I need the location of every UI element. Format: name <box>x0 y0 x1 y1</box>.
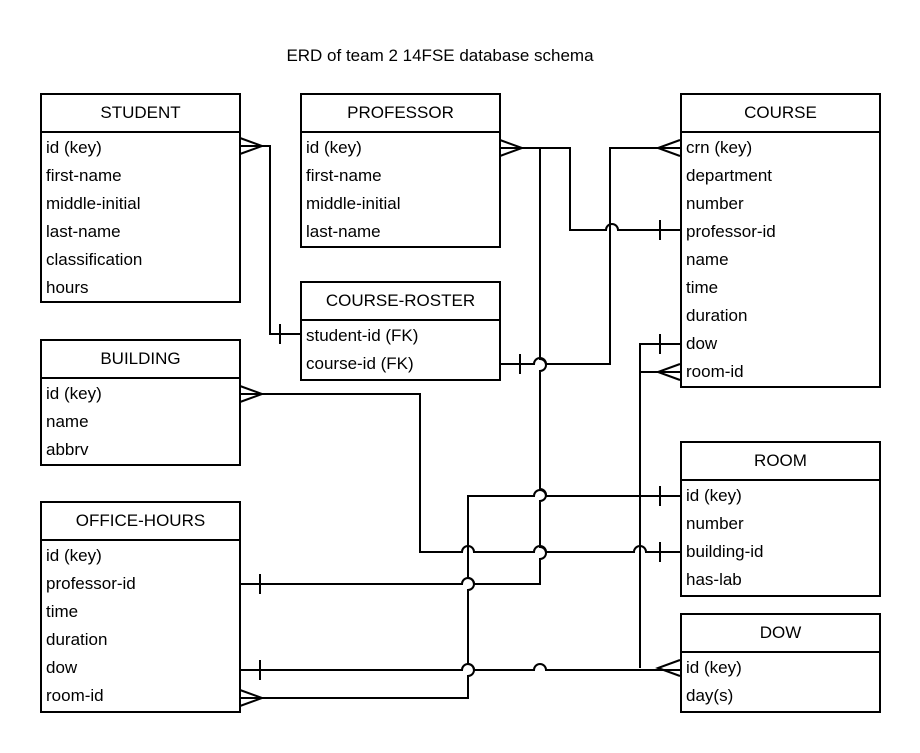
entity-building-title: BUILDING <box>42 341 239 379</box>
entity-course-title: COURSE <box>682 95 879 133</box>
field-course-duration: duration <box>686 306 748 325</box>
rel-room-officehours <box>240 489 640 699</box>
field-student-hours: hours <box>46 278 89 297</box>
field-course-dow: dow <box>686 334 718 353</box>
field-student-id: id (key) <box>46 138 102 157</box>
field-professor-middle-initial: middle-initial <box>306 194 401 213</box>
field-room-number: number <box>686 514 744 533</box>
rel-dow-officehours <box>240 663 680 671</box>
field-roster-course-id: course-id (FK) <box>306 354 414 373</box>
diagram-title: ERD of team 2 14FSE database schema <box>286 46 594 65</box>
field-course-professor-id: professor-id <box>686 222 776 241</box>
field-officehours-time: time <box>46 602 79 621</box>
rel-dow-course <box>639 343 680 668</box>
field-student-middle-initial: middle-initial <box>46 194 141 213</box>
entity-professor: PROFESSOR id (key) first-name middle-ini… <box>300 93 501 248</box>
entity-student: STUDENT id (key) first-name middle-initi… <box>40 93 241 303</box>
crowsfoot-room-officehours <box>239 689 265 707</box>
field-professor-id: id (key) <box>306 138 362 157</box>
field-officehours-duration: duration <box>46 630 108 649</box>
field-dow-days: day(s) <box>686 686 734 705</box>
rel-professor-course <box>500 147 680 231</box>
entity-course-roster-title: COURSE-ROSTER <box>302 283 499 321</box>
field-course-crn: crn (key) <box>686 138 753 157</box>
entity-office-hours: OFFICE-HOURS id (key) professor-id time … <box>40 501 241 713</box>
field-course-name: name <box>686 250 729 269</box>
field-dow-id: id (key) <box>686 658 742 677</box>
field-student-last-name: last-name <box>46 222 121 241</box>
rel-room-course <box>639 371 680 497</box>
entity-office-hours-title: OFFICE-HOURS <box>42 503 239 541</box>
field-professor-last-name: last-name <box>306 222 381 241</box>
crowsfoot-building <box>239 385 265 403</box>
field-roster-student-id: student-id (FK) <box>306 326 419 345</box>
entity-course-roster: COURSE-ROSTER student-id (FK) course-id … <box>300 281 501 381</box>
field-professor-first-name: first-name <box>306 166 382 185</box>
field-course-department: department <box>686 166 772 185</box>
entity-dow-title: DOW <box>682 615 879 653</box>
entity-building: BUILDING id (key) name abbrv <box>40 339 241 466</box>
field-course-time: time <box>686 278 719 297</box>
entity-professor-title: PROFESSOR <box>302 95 499 133</box>
rel-student-roster <box>240 145 300 335</box>
entity-student-title: STUDENT <box>42 95 239 133</box>
field-room-has-lab: has-lab <box>686 570 742 589</box>
crowsfoot-student <box>239 137 265 155</box>
field-building-abbrv: abbrv <box>46 440 89 459</box>
field-officehours-dow: dow <box>46 658 78 677</box>
field-building-name: name <box>46 412 89 431</box>
crowsfoot-room-course <box>655 363 681 381</box>
field-course-room-id: room-id <box>686 362 744 381</box>
field-course-number: number <box>686 194 744 213</box>
field-officehours-professor-id: professor-id <box>46 574 136 593</box>
entity-room-title: ROOM <box>682 443 879 481</box>
field-officehours-room-id: room-id <box>46 686 104 705</box>
entity-room: ROOM id (key) number building-id has-lab <box>680 441 881 597</box>
rel-building-room <box>240 393 680 553</box>
crowsfoot-course <box>655 139 681 157</box>
crowsfoot-professor <box>499 139 525 157</box>
field-building-id: id (key) <box>46 384 102 403</box>
field-room-id: id (key) <box>686 486 742 505</box>
field-student-first-name: first-name <box>46 166 122 185</box>
field-officehours-id: id (key) <box>46 546 102 565</box>
entity-course: COURSE crn (key) department number profe… <box>680 93 881 388</box>
field-student-classification: classification <box>46 250 143 269</box>
crowsfoot-dow-course <box>655 659 681 677</box>
field-room-building-id: building-id <box>686 542 764 561</box>
rel-course-roster <box>500 147 680 365</box>
entity-dow: DOW id (key) day(s) <box>680 613 881 713</box>
